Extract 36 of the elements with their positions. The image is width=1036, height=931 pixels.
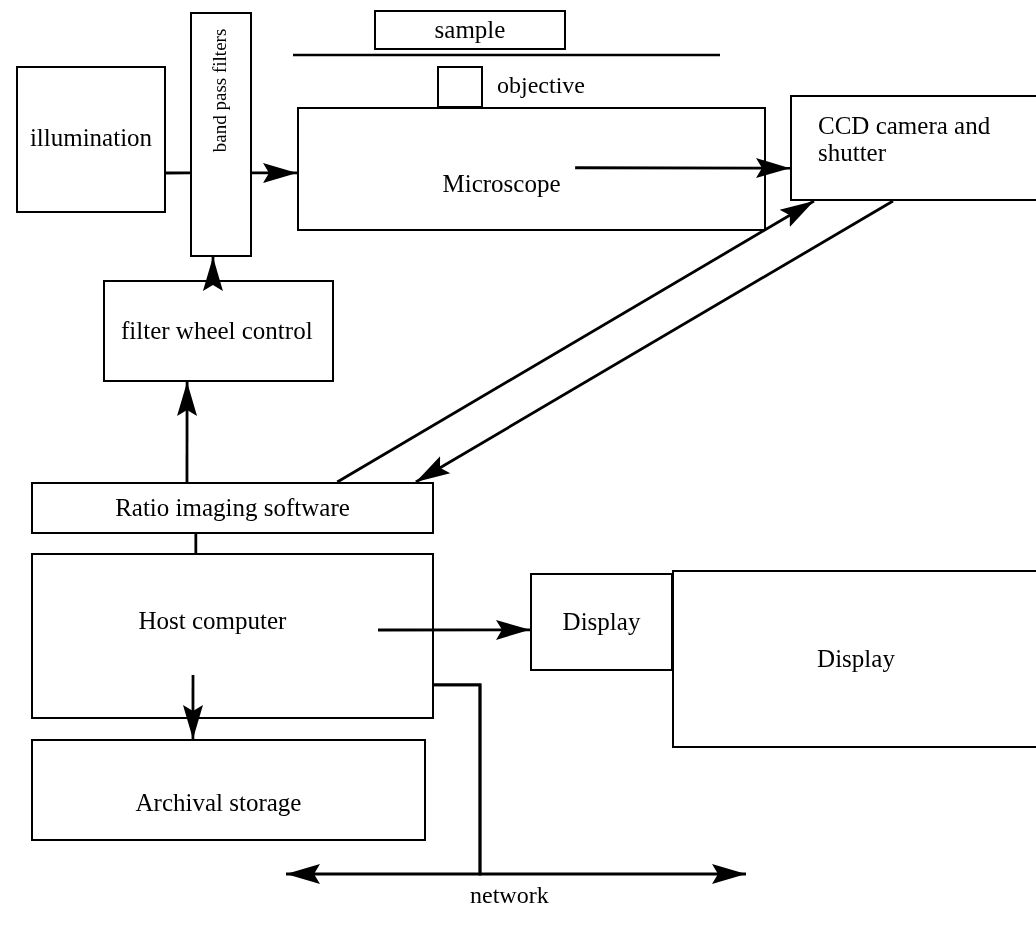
box-label: Archival storage	[135, 789, 302, 817]
arrow	[183, 675, 203, 739]
network-arrow	[434, 683, 746, 884]
process-box	[31, 553, 434, 719]
box-label: filter wheel control	[121, 317, 313, 345]
arrow	[415, 199, 894, 484]
process-box	[31, 739, 426, 841]
box-label: Host computer	[138, 607, 287, 635]
process-box	[297, 107, 766, 231]
box-label: sample	[434, 16, 506, 44]
arrow	[202, 257, 223, 291]
objective-box	[437, 66, 483, 108]
box-label: illumination	[29, 124, 153, 152]
process-box	[16, 66, 166, 213]
box-label: Ratio imaging software	[115, 494, 350, 522]
process-box	[103, 280, 334, 382]
arrow	[336, 199, 815, 484]
process-box	[530, 573, 673, 671]
arrow	[378, 619, 530, 640]
connector-line	[194, 534, 198, 553]
arrow	[177, 382, 198, 482]
box-label: Microscope	[442, 170, 561, 198]
connector-line	[166, 171, 190, 175]
network-label: network	[470, 882, 549, 909]
process-box	[31, 482, 434, 534]
box-label: band pass filters	[210, 28, 232, 153]
part-label: objective	[497, 72, 585, 99]
process-box	[790, 95, 1036, 201]
arrow	[252, 162, 297, 183]
box-label: CCD camera and shutter	[818, 111, 992, 167]
arrow	[575, 158, 790, 179]
process-box	[672, 570, 1036, 748]
box-label: Display	[817, 645, 895, 673]
box-label: Display	[562, 608, 641, 636]
process-box	[190, 12, 252, 257]
process-box	[374, 10, 566, 50]
